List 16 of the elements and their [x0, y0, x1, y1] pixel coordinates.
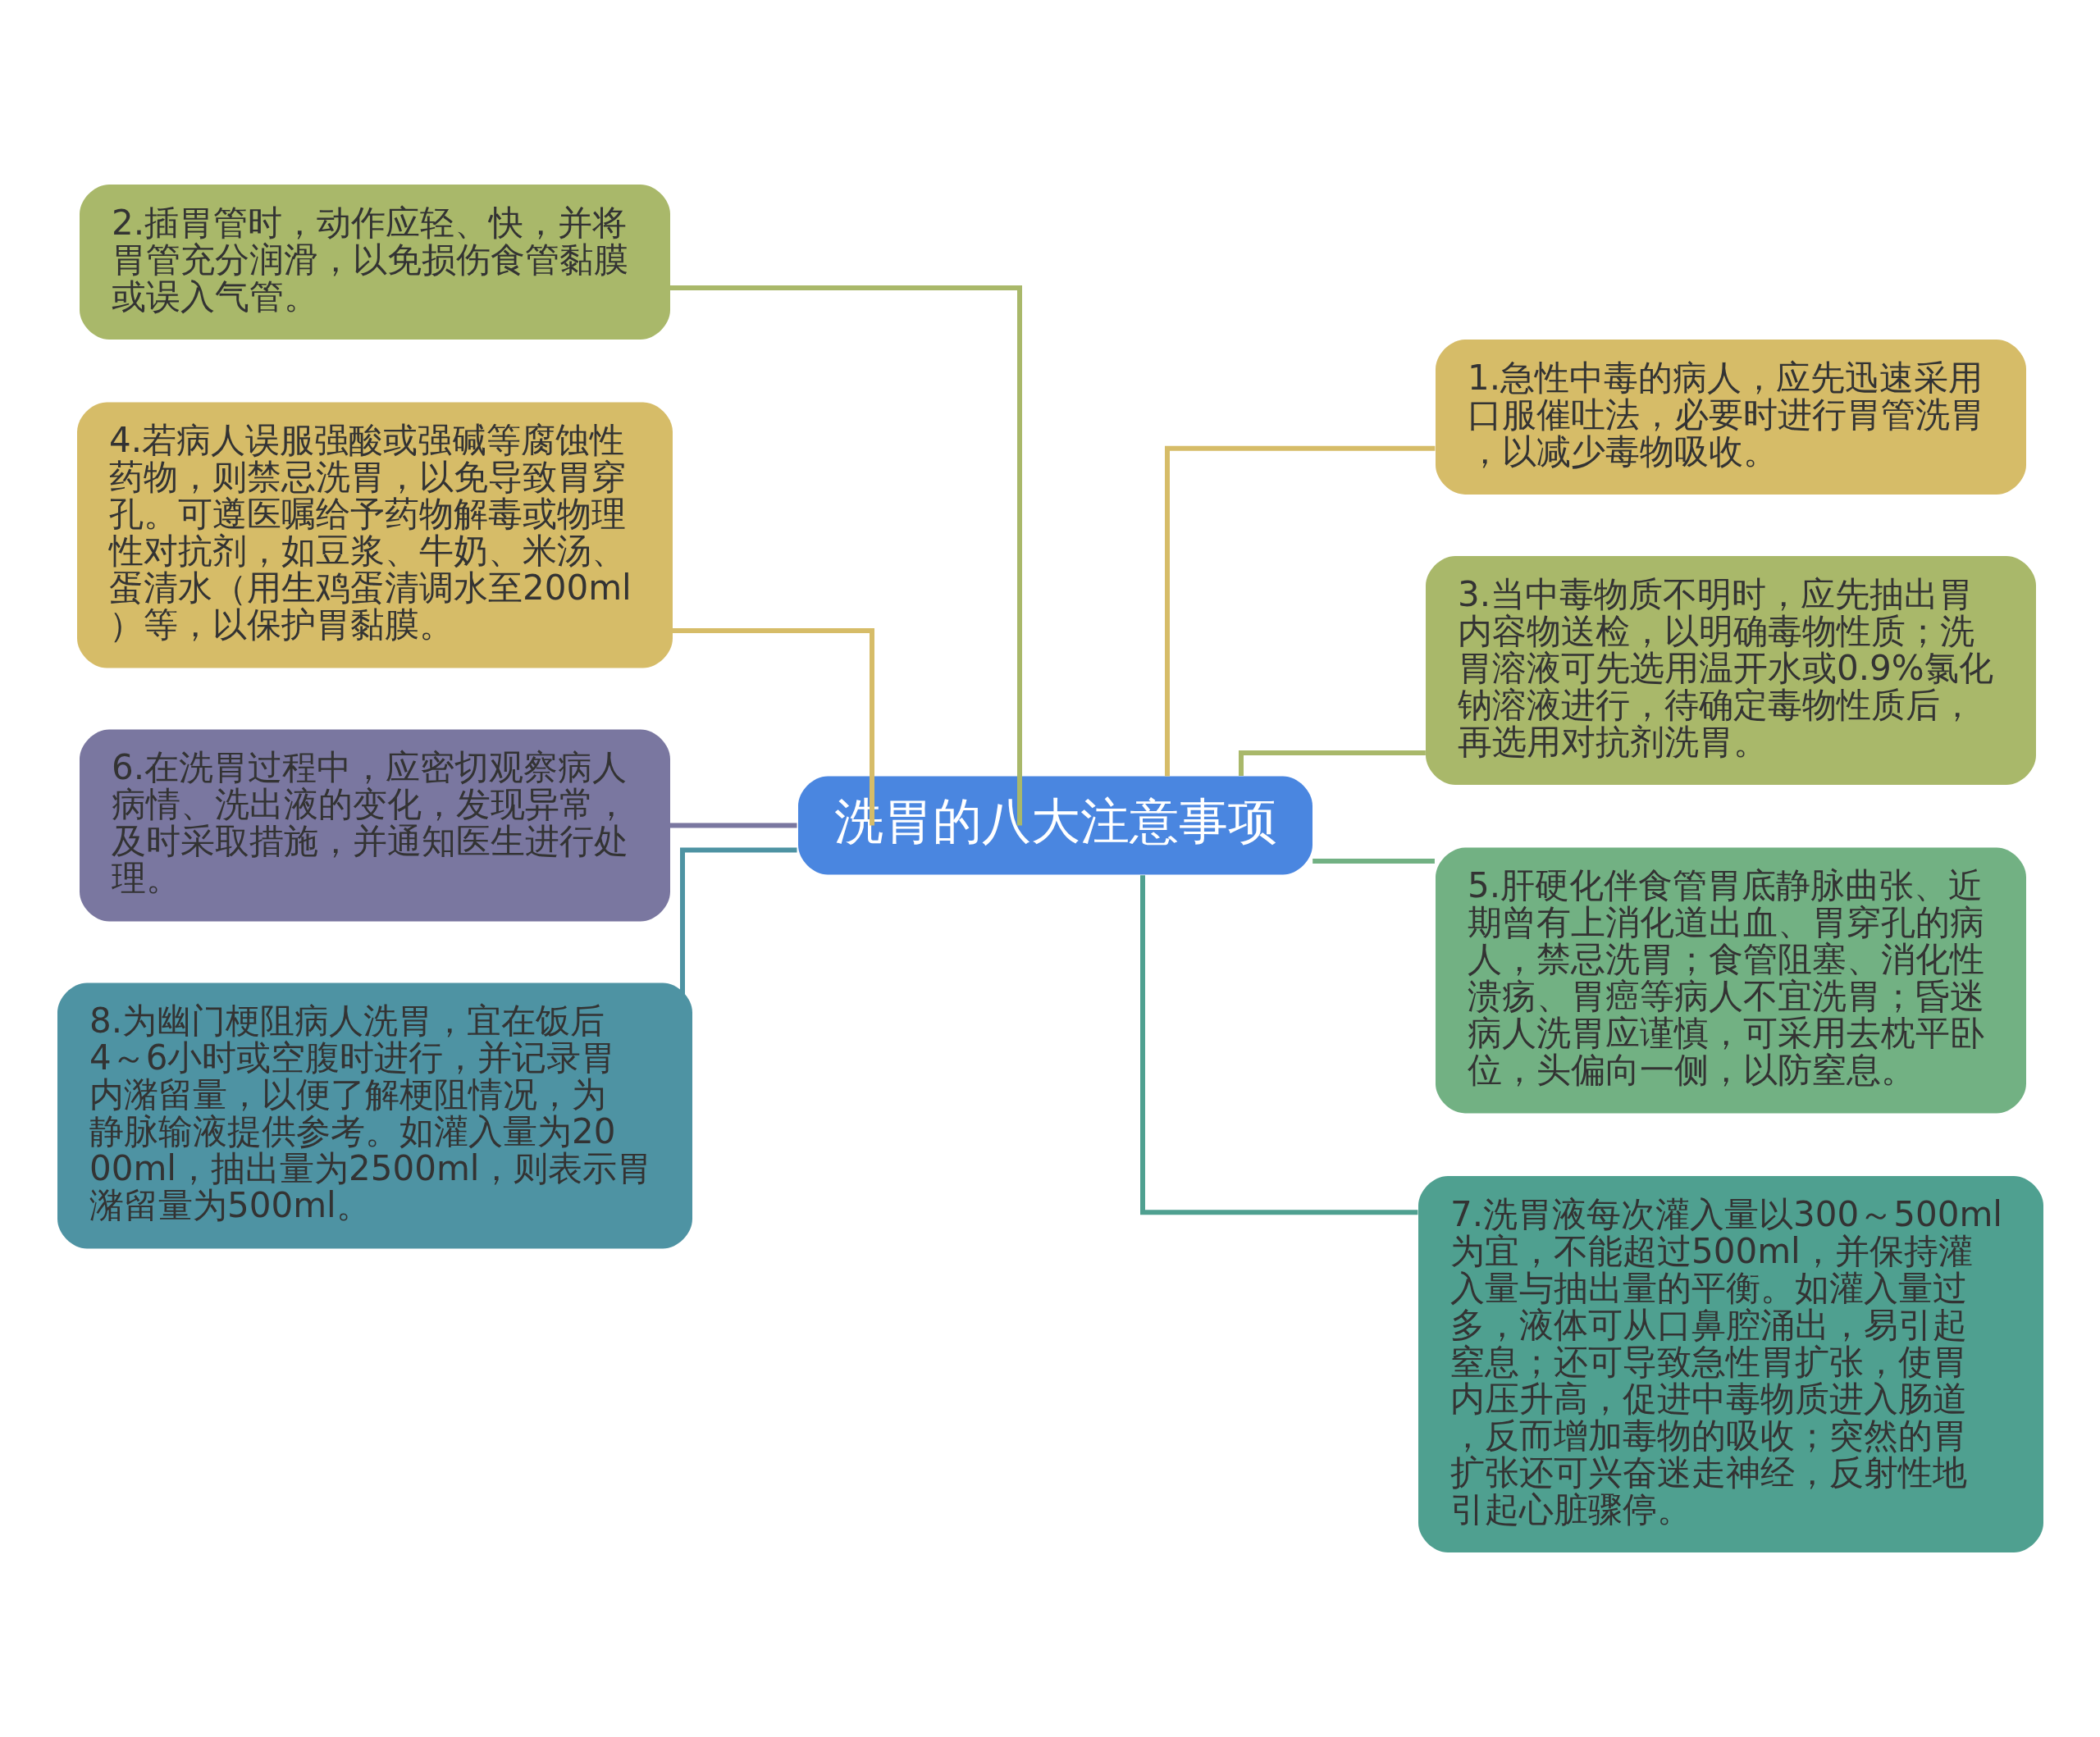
connector	[1164, 445, 1435, 777]
connector	[1139, 875, 1418, 1215]
node-box: 1.急性中毒的病人，应先迅速采用口服催吐法，必要时进行胃管洗胃，以减少毒物吸收。	[1435, 340, 2026, 495]
connector	[1312, 859, 1435, 864]
node-box: 4.若病人误服强酸或强碱等腐蚀性药物，则禁忌洗胃，以免导致胃穿孔。可遵医嘱给予药物解毒或物理性对抗剂，如豆浆、牛奶、米汤、蛋清水（用生鸡蛋清调水至200ml）等，以保护胃黏膜。	[76, 402, 673, 668]
connector	[672, 628, 874, 826]
node-box: 2.插胃管时，动作应轻、快，并将胃管充分润滑，以免损伤食管黏膜或误入气管。	[79, 185, 670, 340]
connector	[669, 285, 1022, 826]
node-box: 洗胃的八大注意事项	[797, 776, 1312, 875]
node-box: 8.为幽门梗阻病人洗胃，宜在饭后4～6小时或空腹时进行，并记录胃内潴留量，以便了解梗阻情况，为静脉输液提供参考。如灌入量为2000ml，抽出量为2500ml，则表示胃潴留量为500ml。	[57, 982, 692, 1249]
connector	[1238, 750, 1426, 776]
node-box: 7.洗胃液每次灌入量以300～500ml为宜，不能超过500ml，并保持灌入量与抽出量的平衡。如灌入量过多，液体可从口鼻腔涌出，易引起窒息；还可导致急性胃扩张，使胃内压升高，促进中毒物质进入肠道，反而增加毒物的吸收；突然的胃扩张还可兴奋迷走神经，反射性地引起心脏骤停。	[1418, 1176, 2043, 1552]
connector	[669, 823, 797, 828]
node-box: 3.当中毒物质不明时，应先抽出胃内容物送检，以明确毒物性质；洗胃溶液可先选用温开水或0.9%氯化钠溶液进行，待确定毒物性质后，再选用对抗剂洗胃。	[1425, 556, 2036, 785]
node-box: 6.在洗胃过程中，应密切观察病人病情、洗出液的变化，发现异常，及时采取措施，并通知医生进行处理。	[79, 729, 670, 922]
node-box: 5.肝硬化伴食管胃底静脉曲张、近期曾有上消化道出血、胃穿孔的病人，禁忌洗胃；食管阻塞、消化性溃疡、胃癌等病人不宜洗胃；昏迷病人洗胃应谨慎，可采用去枕平卧位，头偏向一侧，以防窒息。	[1435, 847, 2026, 1114]
